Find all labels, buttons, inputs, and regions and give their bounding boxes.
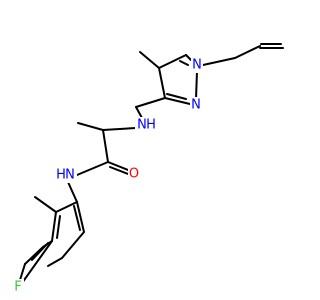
bond-pyrazole-methyl bbox=[139, 51, 160, 69]
bond-aryl-c4-c5 bbox=[24, 246, 44, 265]
bond-nh-alpha-c bbox=[102, 127, 137, 131]
bond-carbonyl-c-o-1 bbox=[107, 161, 129, 171]
bond-pyrazole-c4-c5 bbox=[158, 54, 187, 69]
molecule-structure: N N N H H N O F bbox=[12, 43, 284, 295]
bond-aryl-c1-c2 bbox=[55, 201, 78, 213]
atom-n-pyrazole-2-symbol: N bbox=[191, 98, 201, 113]
bond-aryl-c6-c1-inner bbox=[73, 205, 81, 231]
bond-carbonyl-c-n bbox=[76, 161, 109, 176]
bond-layer bbox=[19, 43, 284, 284]
bond-linker-c5-ch2 bbox=[135, 97, 166, 108]
atom-o-carbonyl-symbol: O bbox=[129, 167, 139, 182]
bond-pyrazole-n1-n2 bbox=[195, 70, 198, 100]
bond-aryl-c2-c3 bbox=[51, 211, 57, 242]
bond-aryl-c4-c5-inner bbox=[31, 242, 49, 261]
atom-f-aryl-symbol: F bbox=[14, 280, 21, 295]
bond-aryl-c4-f bbox=[19, 263, 26, 281]
atom-n-amide-hydrogen: H bbox=[56, 168, 66, 183]
atom-n-amide-symbol: N bbox=[65, 168, 75, 183]
atom-n-pyrazole-1-symbol: N bbox=[192, 58, 202, 73]
atom-n-pyrazole-1: N bbox=[191, 57, 203, 73]
bond-pyrazole-c5-n1 bbox=[185, 54, 192, 61]
bond-aryl-c2-c3-inner bbox=[56, 215, 61, 239]
bond-amide-n-aryl-c1 bbox=[67, 181, 78, 203]
bond-aryl-c5-c4 bbox=[47, 257, 63, 267]
bond-aryl-methyl bbox=[34, 196, 57, 213]
bond-pyrazole-n2-c3-inner bbox=[166, 93, 187, 100]
bond-allyl-ch-ch2 bbox=[234, 45, 261, 59]
bond-aryl-c3-c4 bbox=[21, 240, 53, 284]
atom-n-amine: N H bbox=[135, 117, 157, 133]
atom-n-pyrazole-2: N bbox=[190, 97, 202, 113]
bond-allyl-ch2-n bbox=[202, 57, 236, 66]
atom-n-amide: H N bbox=[55, 167, 77, 183]
bond-alpha-c-methyl bbox=[77, 122, 104, 131]
bond-aryl-c5-c6 bbox=[61, 231, 85, 259]
bond-alpha-c-carbonyl bbox=[102, 129, 109, 163]
bond-carbonyl-c-o-2 bbox=[109, 166, 129, 175]
atom-n-amine-symbol: N bbox=[137, 118, 147, 133]
bond-linker-ch2-nh bbox=[135, 106, 143, 119]
bond-pyrazole-c5-n1-inner bbox=[179, 60, 189, 66]
atom-f-aryl: F bbox=[12, 279, 24, 295]
atom-o-carbonyl: O bbox=[128, 166, 140, 182]
atom-n-amine-hydrogen: H bbox=[146, 118, 156, 133]
atom-label-layer: N N N H H N O F bbox=[12, 57, 203, 295]
bond-aryl-c6-c1 bbox=[76, 201, 85, 233]
bond-pyrazole-c3-c4 bbox=[158, 67, 166, 99]
bond-pyrazole-n2-c3 bbox=[164, 97, 191, 105]
